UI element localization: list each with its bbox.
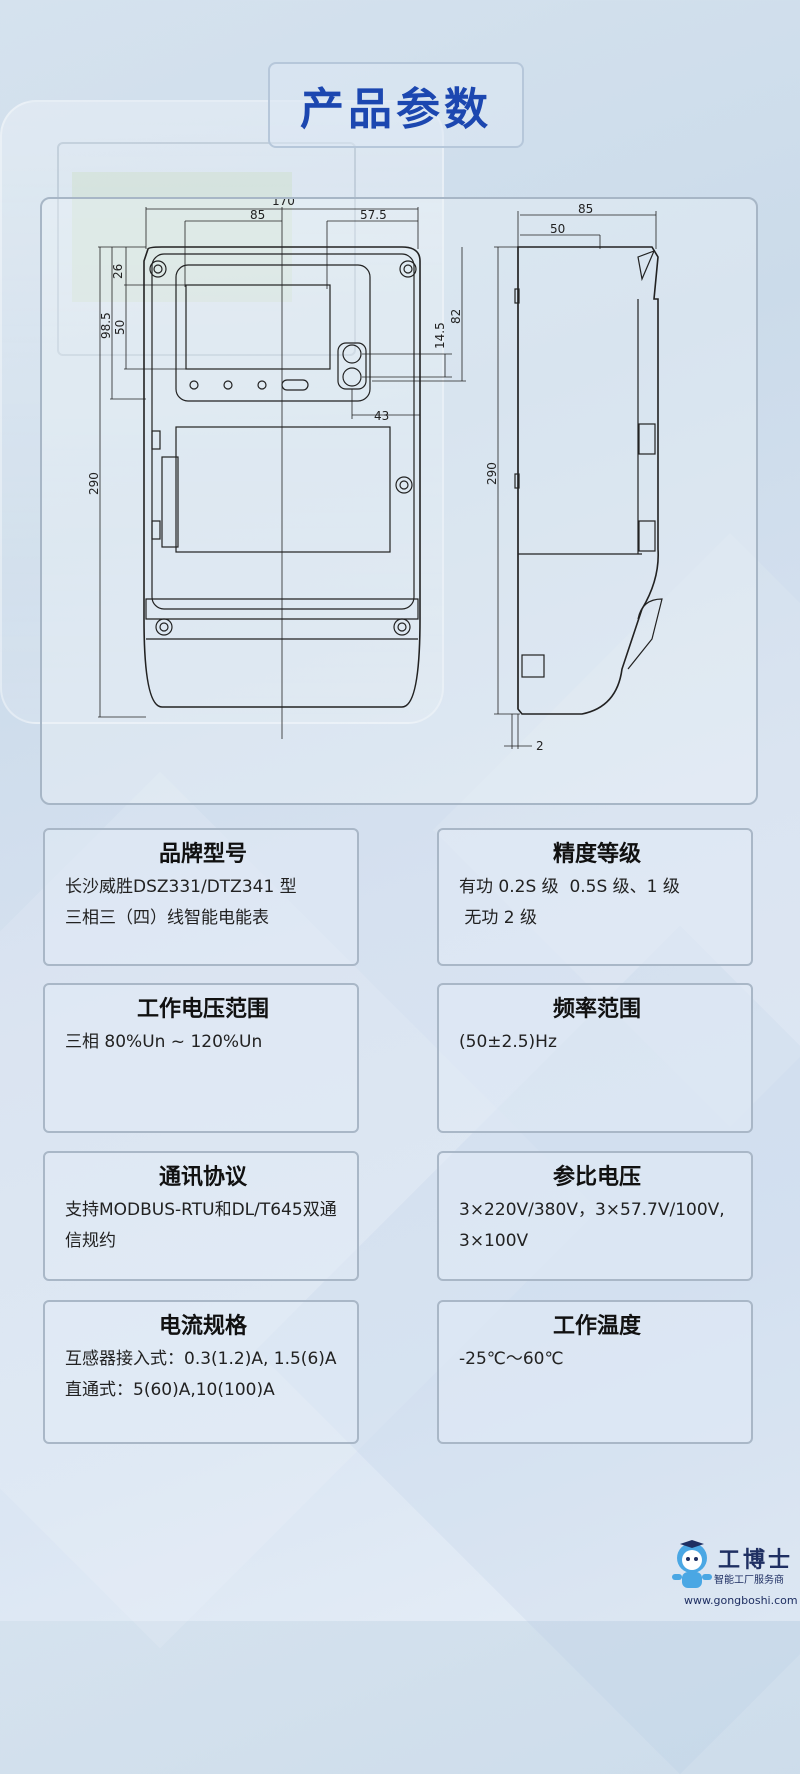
dim-label: 2 bbox=[536, 739, 544, 753]
dim-label: 85 bbox=[250, 208, 265, 222]
card-brand-model: 品牌型号 长沙威胜DSZ331/DTZ341 型 三相三（四）线智能电能表 bbox=[43, 828, 359, 966]
dim-label: 82 bbox=[449, 309, 463, 324]
card-title: 工作电压范围 bbox=[136, 997, 269, 1022]
dim-label: 57.5 bbox=[360, 208, 387, 222]
logo-brand-name: 工博士 bbox=[718, 1548, 794, 1573]
card-line: 3×220V/380V，3×57.7V/100V, bbox=[459, 1200, 725, 1220]
card-line: -25℃～60℃ bbox=[459, 1349, 564, 1369]
card-title: 品牌型号 bbox=[158, 842, 247, 867]
dim-label: 170 bbox=[272, 199, 295, 208]
dim-label: 290 bbox=[87, 472, 101, 495]
card-title: 电流规格 bbox=[158, 1314, 247, 1339]
card-title: 精度等级 bbox=[552, 842, 641, 867]
card-current-spec: 电流规格 互感器接入式：0.3(1.2)A, 1.5(6)A 直通式：5(60)… bbox=[43, 1300, 359, 1444]
background-meter-photo bbox=[0, 100, 444, 724]
dim-label: 26 bbox=[111, 264, 125, 279]
side-view: 85 50 290 2 bbox=[485, 202, 663, 753]
title-box: 产品参数 bbox=[268, 62, 524, 148]
dim-label: 50 bbox=[550, 222, 565, 236]
card-line: 三相 80%Un ~ 120%Un bbox=[65, 1032, 263, 1052]
dim-label: 14.5 bbox=[433, 322, 447, 349]
dim-label: 290 bbox=[485, 462, 499, 485]
logo-url: www.gongboshi.com bbox=[684, 1594, 798, 1607]
dim-label: 50 bbox=[113, 320, 127, 335]
logo-subtitle: 智能工厂服务商 bbox=[714, 1575, 784, 1586]
dim-label: 98.5 bbox=[99, 312, 113, 339]
card-line: 长沙威胜DSZ331/DTZ341 型 bbox=[65, 877, 297, 897]
meter-drawing: 170 85 57.5 26 98.5 50 290 14.5 82 43 bbox=[87, 199, 663, 753]
card-accuracy: 精度等级 有功 0.2S 级 0.5S 级、1 级 无功 2 级 bbox=[437, 828, 753, 966]
card-line: 支持MODBUS-RTU和DL/T645双通 bbox=[65, 1200, 337, 1220]
card-line: 有功 0.2S 级 0.5S 级、1 级 bbox=[459, 877, 680, 897]
robot-mascot-icon bbox=[672, 1540, 712, 1588]
card-title: 参比电压 bbox=[552, 1165, 641, 1190]
card-line: 3×100V bbox=[459, 1231, 529, 1251]
card-protocol: 通讯协议 支持MODBUS-RTU和DL/T645双通 信规约 bbox=[43, 1151, 359, 1281]
card-line: 三相三（四）线智能电能表 bbox=[65, 908, 269, 928]
card-reference-voltage: 参比电压 3×220V/380V，3×57.7V/100V, 3×100V bbox=[437, 1151, 753, 1281]
brand-logo: 工博士 智能工厂服务商 www.gongboshi.com bbox=[660, 1536, 800, 1616]
card-title: 通讯协议 bbox=[158, 1165, 247, 1190]
card-line: 互感器接入式：0.3(1.2)A, 1.5(6)A bbox=[65, 1349, 337, 1369]
card-voltage-range: 工作电压范围 三相 80%Un ~ 120%Un bbox=[43, 983, 359, 1133]
card-line: 直通式：5(60)A,10(100)A bbox=[65, 1380, 275, 1400]
card-temperature: 工作温度 -25℃～60℃ bbox=[437, 1300, 753, 1444]
front-view: 170 85 57.5 26 98.5 50 290 14.5 82 43 bbox=[87, 199, 466, 739]
card-line: 无功 2 级 bbox=[459, 908, 538, 928]
dim-label: 43 bbox=[374, 409, 389, 423]
dim-label: 85 bbox=[578, 202, 593, 216]
card-line: 信规约 bbox=[65, 1231, 116, 1251]
card-title: 频率范围 bbox=[552, 997, 641, 1022]
card-title: 工作温度 bbox=[552, 1314, 641, 1339]
page-title: 产品参数 bbox=[300, 84, 492, 135]
card-frequency: 频率范围 (50±2.5)Hz bbox=[437, 983, 753, 1133]
card-line: (50±2.5)Hz bbox=[459, 1032, 557, 1052]
dimension-diagram: 170 85 57.5 26 98.5 50 290 14.5 82 43 bbox=[40, 197, 758, 805]
